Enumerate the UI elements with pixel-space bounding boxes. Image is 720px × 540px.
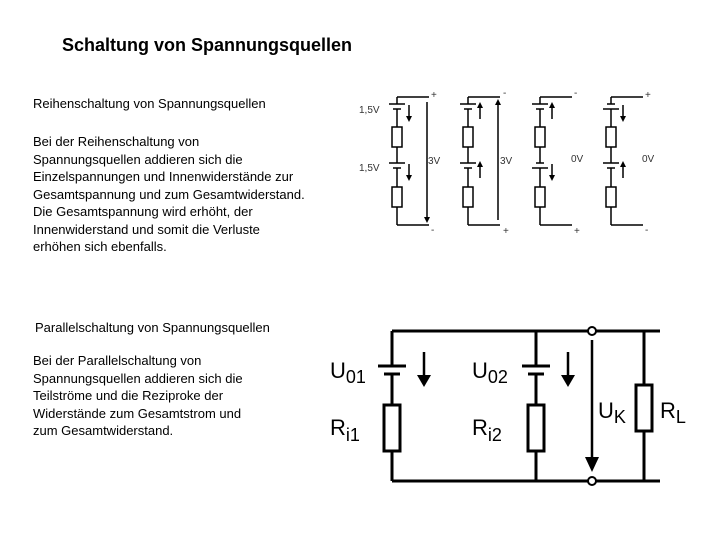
- series-description: Bei der Reihenschaltung von Spannungsque…: [33, 134, 305, 254]
- source-1-voltage-label: U01: [330, 358, 366, 387]
- total-voltage-label-2: 3V: [500, 156, 513, 167]
- series-heading: Reihenschaltung von Spannungsquellen: [33, 96, 266, 111]
- terminal-top-3: -: [574, 88, 577, 99]
- terminal-bottom-1: -: [431, 225, 434, 236]
- slide-title: Schaltung von Spannungsquellen: [62, 35, 353, 55]
- parallel-terminals: [587, 326, 597, 486]
- terminal-top-1: +: [431, 90, 437, 101]
- terminal-bottom-4: -: [645, 225, 648, 236]
- source-2-voltage-label: U02: [472, 358, 508, 387]
- load-resistance-label: RL: [660, 398, 686, 427]
- series-chain-2: [460, 96, 500, 226]
- series-chain-1: [389, 96, 429, 226]
- terminal-voltage-label: UK: [598, 398, 626, 427]
- parallel-arrows: [417, 340, 599, 472]
- cell-voltage-label-2: 1,5V: [359, 163, 380, 174]
- parallel-heading: Parallelschaltung von Spannungsquellen: [35, 320, 270, 335]
- source-2-resistance-label: Ri2: [472, 415, 502, 445]
- total-voltage-label-3: 0V: [571, 154, 584, 165]
- terminal-top-2: -: [503, 88, 506, 99]
- total-voltage-label-4: 0V: [642, 154, 655, 165]
- series-chain-4: [603, 96, 643, 226]
- parallel-diagram: [378, 329, 660, 483]
- terminal-bottom-2: +: [503, 226, 509, 237]
- total-voltage-label-1: 3V: [428, 156, 441, 167]
- parallel-description: Bei der Parallelschaltung von Spannungsq…: [33, 353, 243, 438]
- source-1-resistance-label: Ri1: [330, 415, 360, 445]
- terminal-bottom-3: +: [574, 226, 580, 237]
- cell-voltage-label-1: 1,5V: [359, 105, 380, 116]
- terminal-top-4: +: [645, 90, 651, 101]
- series-chain-3: [532, 96, 572, 226]
